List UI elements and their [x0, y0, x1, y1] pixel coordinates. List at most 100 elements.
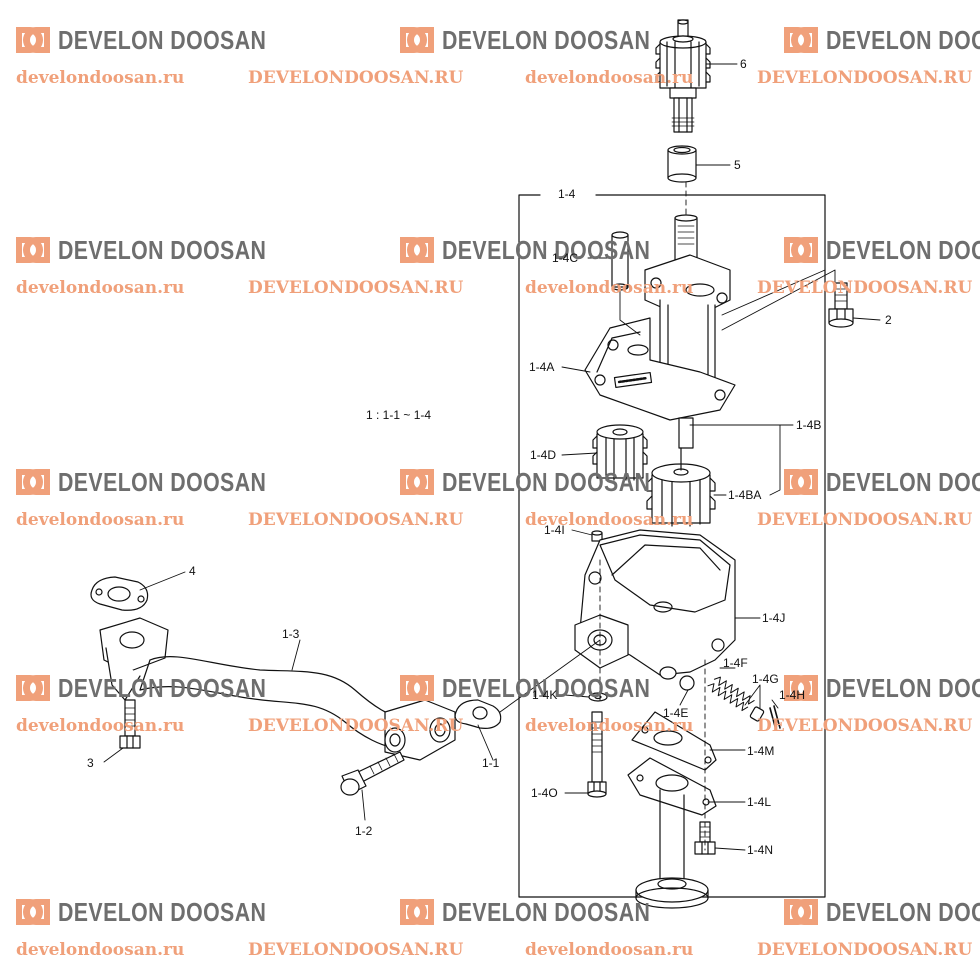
watermark-url: develondoosan.ru: [525, 940, 694, 960]
callout-1-4F: 1-4F: [723, 656, 748, 670]
watermark-logo: DEVELON DOOSAN: [398, 672, 696, 704]
suction-pipe-part-1-4L: [627, 757, 717, 909]
bolt-part-2: [828, 282, 854, 328]
brand-mark-icon: [784, 675, 818, 701]
watermark-brand: DEVELON DOOSAN: [826, 234, 980, 265]
watermark-logo: DEVELON DOOSAN: [782, 896, 980, 928]
brand-mark-icon: [16, 675, 50, 701]
callout-1-4M: 1-4M: [747, 744, 775, 758]
callout-1-4H: 1-4H: [779, 688, 806, 702]
watermark-url: DEVELONDOOSAN.RU: [248, 278, 464, 298]
callout-1-4E: 1-4E: [663, 706, 689, 720]
callout-1-3: 1-3: [282, 627, 300, 641]
gasket-part-1-4M: [631, 711, 717, 771]
watermark-brand: DEVELON DOOSAN: [442, 466, 651, 497]
sleeve-part-5: [667, 145, 697, 183]
callout-1-4N: 1-4N: [747, 843, 774, 857]
callout-1-4J: 1-4J: [762, 611, 786, 625]
watermark-brand: DEVELON DOOSAN: [58, 234, 267, 265]
watermark-url: DEVELONDOOSAN.RU: [248, 940, 464, 960]
leader-lines: [103, 63, 881, 851]
callout-2: 2: [885, 313, 892, 327]
diagram-note: 1 : 1-1 ~ 1-4: [366, 408, 432, 422]
cotter-pin-part-1-4H: [769, 705, 781, 731]
watermark-brand: DEVELON DOOSAN: [442, 234, 651, 265]
callout-1-4C: 1-4C: [552, 251, 579, 265]
bolt-part-3: [119, 699, 141, 749]
callout-6: 6: [740, 57, 747, 71]
callout-1-4K: 1-4K: [532, 688, 558, 702]
rotor-gear-part-1-4BA: [646, 447, 716, 527]
watermark-url: DEVELONDOOSAN.RU: [248, 68, 464, 88]
brand-mark-icon: [400, 675, 434, 701]
watermark-brand: DEVELON DOOSAN: [826, 466, 980, 497]
watermark-logo: DEVELON DOOSAN: [14, 672, 312, 704]
callout-1-4BA: 1-4BA: [728, 488, 762, 502]
pipe-part-1-3: [99, 617, 456, 761]
callout-1-1: 1-1: [482, 756, 500, 770]
valve-ball-part-1-4E: [679, 675, 695, 691]
watermark-url: develondoosan.ru: [525, 716, 694, 736]
brand-mark-icon: [16, 27, 50, 53]
callout-1-2: 1-2: [355, 824, 373, 838]
watermark-url: DEVELONDOOSAN.RU: [757, 510, 973, 530]
watermark-brand: DEVELON DOOSAN: [58, 672, 267, 703]
callout-1-4A: 1-4A: [529, 360, 555, 374]
watermark-url: develondoosan.ru: [16, 278, 185, 298]
drive-gear-part-6: [655, 19, 711, 133]
callout-4: 4: [189, 564, 196, 578]
brand-mark-icon: [16, 899, 50, 925]
callout-1-4D: 1-4D: [530, 448, 557, 462]
watermark-url: DEVELONDOOSAN.RU: [757, 716, 973, 736]
watermark-brand: DEVELON DOOSAN: [442, 24, 651, 55]
brand-mark-icon: [400, 899, 434, 925]
watermark-logo: DEVELON DOOSAN: [14, 24, 312, 56]
callout-1-4I: 1-4I: [544, 523, 565, 537]
watermark-brand: DEVELON DOOSAN: [58, 24, 267, 55]
callout-1-4G: 1-4G: [752, 672, 779, 686]
watermark-logo: DEVELON DOOSAN: [14, 234, 312, 266]
watermark-logo: DEVELON DOOSAN: [398, 896, 696, 928]
watermark-brand: DEVELON DOOSAN: [442, 896, 651, 927]
brand-mark-icon: [16, 237, 50, 263]
brand-mark-icon: [784, 899, 818, 925]
watermark-brand: DEVELON DOOSAN: [58, 466, 267, 497]
watermark-url: develondoosan.ru: [16, 510, 185, 530]
watermark-logo: DEVELON DOOSAN: [14, 466, 312, 498]
watermark-brand: DEVELON DOOSAN: [58, 896, 267, 927]
watermark-logo: DEVELON DOOSAN: [14, 896, 312, 928]
callout-1-4O: 1-4O: [531, 786, 558, 800]
bolt-part-1-4O: [587, 711, 607, 798]
brand-mark-icon: [400, 469, 434, 495]
watermark-url: DEVELONDOOSAN.RU: [757, 940, 973, 960]
watermark-url: develondoosan.ru: [16, 68, 185, 88]
watermark-logo: DEVELON DOOSAN: [782, 234, 980, 266]
watermark-url: DEVELONDOOSAN.RU: [248, 716, 464, 736]
watermark-brand: DEVELON DOOSAN: [442, 672, 651, 703]
gasket-part-1-1: [454, 699, 502, 729]
brand-mark-icon: [400, 27, 434, 53]
watermark-brand: DEVELON DOOSAN: [826, 24, 980, 55]
watermark-brand: DEVELON DOOSAN: [826, 672, 980, 703]
brand-mark-icon: [16, 469, 50, 495]
bolt-part-1-2: [340, 751, 405, 796]
callout-1-4L: 1-4L: [747, 795, 772, 809]
plug-part-1-4I: [591, 530, 603, 542]
cap-part-1-4G: [749, 706, 765, 722]
callout-5: 5: [734, 158, 741, 172]
watermark-logo: DEVELON DOOSAN: [398, 234, 696, 266]
callout-3: 3: [87, 756, 94, 770]
watermark-url: DEVELONDOOSAN.RU: [248, 510, 464, 530]
callout-1-4B: 1-4B: [796, 418, 822, 432]
watermark-logo: DEVELON DOOSAN: [782, 466, 980, 498]
watermark-url: DEVELONDOOSAN.RU: [757, 68, 973, 88]
watermark-url: develondoosan.ru: [16, 940, 185, 960]
brand-mark-icon: [784, 469, 818, 495]
idler-gear-part-1-4D: [592, 424, 648, 481]
watermark-url: develondoosan.ru: [525, 68, 694, 88]
brand-mark-icon: [784, 237, 818, 263]
watermark-logo: DEVELON DOOSAN: [398, 466, 696, 498]
watermark-logo: DEVELON DOOSAN: [782, 672, 980, 704]
